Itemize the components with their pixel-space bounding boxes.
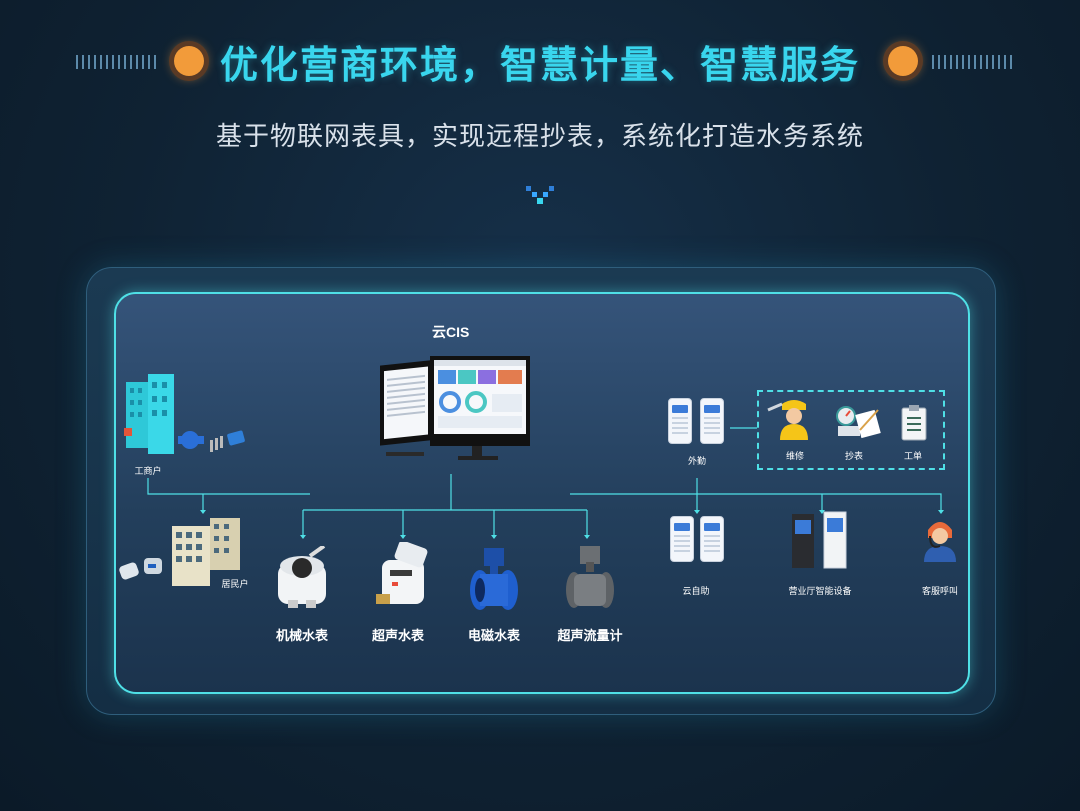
diagram-panel [114,292,970,694]
work-order-icon [901,405,927,441]
field-task-box [757,390,945,470]
self-service-phone-icon [670,516,694,562]
field-service-label: 外勤 [687,456,706,466]
service-label-smart-kiosk: 营业厅智能设备 [788,586,852,596]
orb-left-icon [174,46,204,76]
field-phone-icon-1 [668,398,692,444]
smart-kiosk-icon [792,511,847,569]
node-label-commercial: 工商户 [134,466,162,476]
electromagnetic-meter-icon [470,548,518,610]
meter-label-ultrasonic-flowmeter: 超声流量计 [557,628,623,643]
customer-service-icon [924,522,956,562]
commercial-building-icon [124,374,245,454]
meter-reading-icon [836,406,881,439]
task-label-work-order: 工单 [903,451,922,461]
service-label-customer-call: 客服呼叫 [921,586,958,596]
decor-dots-left [76,55,156,69]
service-label-cloud-self-service: 云自助 [682,586,710,596]
page-subtitle: 基于物联网表具，实现远程抄表，系统化打造水务系统 [215,121,864,151]
cloud-cis-label: 云CIS [432,324,470,340]
decor-dots-right [932,55,1012,69]
task-label-repair: 维修 [785,451,804,461]
ultrasonic-meter-icon [376,542,428,604]
meter-label-ultrasonic: 超声水表 [371,628,424,643]
task-label-meter-reading: 抄表 [844,451,863,461]
node-label-resident: 居民户 [221,579,249,589]
page-title: 优化营商环境，智慧计量、智慧服务 [219,45,860,87]
meter-label-mechanical: 机械水表 [275,628,328,643]
orb-right-icon [888,46,918,76]
self-service-phone-icon-2 [700,516,724,562]
repair-worker-icon [767,400,808,440]
field-phone-icon-2 [700,398,724,444]
ultrasonic-flowmeter-icon [566,546,614,608]
residential-building-icon [119,518,240,586]
chevron-down-icon [526,186,554,204]
mechanical-meter-icon [278,546,326,608]
meter-label-electromagnetic: 电磁水表 [467,628,520,643]
cloud-cis-monitors-icon [380,356,530,460]
